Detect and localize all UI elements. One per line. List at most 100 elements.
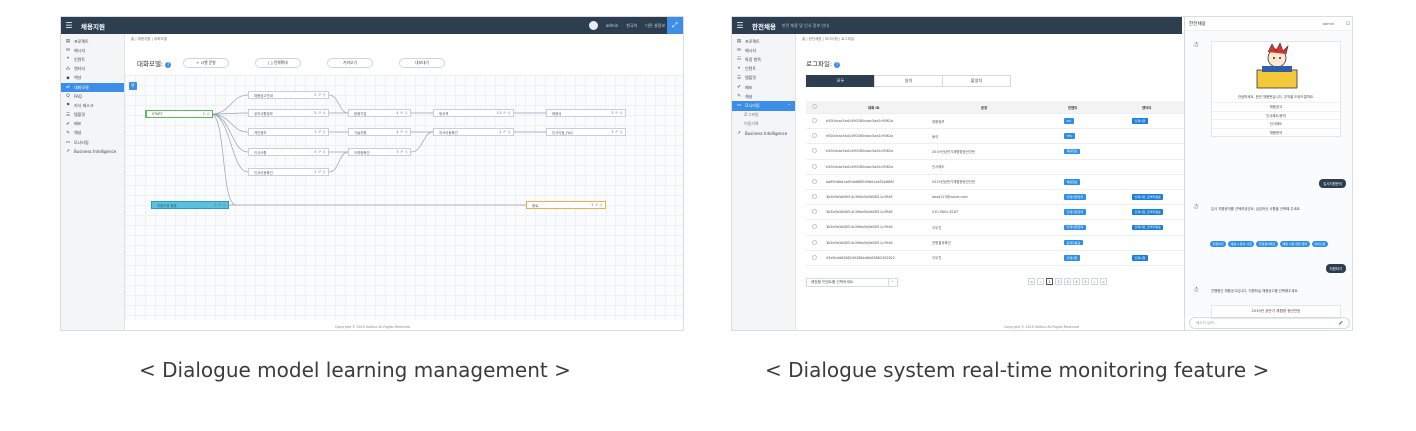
- cell-intent-badge[interactable]: 인재사항입력: [1064, 224, 1086, 231]
- row-checkbox-circle[interactable]: [812, 224, 817, 230]
- row-checkbox[interactable]: [812, 239, 817, 246]
- sidebar-item[interactable]: ✉메시지: [732, 46, 795, 55]
- page-button[interactable]: ‹: [1037, 278, 1044, 285]
- sidebar-item[interactable]: ✔배포: [732, 83, 795, 92]
- cell-intent-badge[interactable]: 합격자발표: [1064, 239, 1083, 246]
- help-icon[interactable]: ?: [834, 62, 841, 68]
- sidebar-item[interactable]: ☰템플릿: [61, 111, 124, 120]
- sidebar-item[interactable]: ❝인텐트: [732, 65, 795, 74]
- quick-reply-button[interactable]: 전형결과확인: [1256, 240, 1278, 248]
- close-icon[interactable]: ⊡: [1345, 20, 1350, 27]
- row-checkbox-circle[interactable]: [812, 209, 817, 215]
- toolbar-add-button[interactable]: + 시행 문항: [183, 58, 229, 68]
- row-checkbox[interactable]: [812, 209, 817, 215]
- row-checkbox[interactable]: [812, 133, 817, 139]
- cell-intent-badge[interactable]: 채용정보: [1064, 179, 1081, 185]
- tab-all[interactable]: 모두: [806, 75, 875, 87]
- sidebar-item[interactable]: ✎채널: [61, 129, 124, 138]
- page-button[interactable]: ›: [1091, 278, 1098, 285]
- menu-icon[interactable]: ☰: [736, 21, 744, 30]
- toolbar-import-button[interactable]: 가져오기: [327, 58, 373, 68]
- sidebar-item[interactable]: ⚑지식 태스크: [61, 101, 124, 110]
- sidebar-item[interactable]: ◆액션: [61, 74, 124, 83]
- cell-intent-badge[interactable]: NO: [1064, 118, 1074, 124]
- chat-menu-item[interactable]: 채용문의: [1212, 127, 1340, 137]
- row-checkbox[interactable]: [812, 254, 817, 261]
- page-button[interactable]: 5: [1082, 278, 1089, 285]
- cell-intent-badge[interactable]: YES: [1064, 133, 1075, 140]
- sidebar-sub-logfile[interactable]: 로그파일: [744, 112, 759, 118]
- row-checkbox-circle[interactable]: [812, 133, 817, 139]
- sidebar-item[interactable]: ✎채널: [732, 92, 795, 101]
- page-button[interactable]: 3: [1064, 278, 1071, 285]
- sidebar-sub-usage[interactable]: 이용기록: [744, 121, 759, 127]
- cell-entity-badge[interactable]: 인재사항_합격자발표: [1132, 209, 1164, 216]
- page-button[interactable]: 2: [1055, 278, 1062, 285]
- cell-intent-badge[interactable]: 인재사항입력: [1064, 194, 1086, 200]
- sidebar-item-monitoring[interactable]: ▭모니터링⌃: [732, 101, 795, 111]
- quick-reply-button[interactable]: 채용시 유의 사항: [1228, 240, 1255, 248]
- row-checkbox[interactable]: [812, 178, 817, 185]
- row-checkbox[interactable]: [812, 148, 817, 154]
- page-button[interactable]: <: [1028, 278, 1035, 285]
- tab-mismatch[interactable]: 불일치: [942, 75, 1011, 87]
- sidebar-item[interactable]: ❝인텐트: [61, 55, 124, 64]
- chat-user[interactable]: admin: [1322, 21, 1334, 26]
- row-checkbox[interactable]: [812, 163, 817, 170]
- cell-entity-badge[interactable]: 인재사항_합격자발표: [1132, 194, 1164, 200]
- quick-reply-button[interactable]: 지원하기: [1210, 240, 1227, 248]
- sidebar-item[interactable]: ▤프로젝트: [732, 37, 795, 46]
- row-checkbox-circle[interactable]: [812, 118, 817, 124]
- sidebar-item-bi[interactable]: ↗Business Intelligence: [737, 130, 788, 136]
- row-checkbox-circle[interactable]: [812, 178, 817, 184]
- cell-entity-badge[interactable]: 인재사항_합격자발표: [1132, 224, 1164, 231]
- intent-select[interactable]: 배정할 인텐트를 선택하세요.⌄: [806, 278, 898, 287]
- cell-entity-badge[interactable]: 인재사항: [1132, 118, 1149, 124]
- cell-entity-badge[interactable]: 인재사항: [1132, 254, 1149, 261]
- sidebar-item[interactable]: ☰템플릿: [732, 74, 795, 83]
- user-name[interactable]: admin: [605, 23, 619, 28]
- sidebar-item[interactable]: ☷특정 항목: [732, 55, 795, 64]
- microphone-icon[interactable]: 🎤: [1338, 321, 1343, 325]
- sidebar-item[interactable]: ✉메시지: [61, 46, 124, 55]
- select-all-checkbox[interactable]: [812, 104, 817, 109]
- row-checkbox-circle[interactable]: [812, 239, 817, 245]
- row-checkbox[interactable]: [812, 118, 817, 124]
- language-select[interactable]: 한국어: [626, 22, 638, 28]
- row-checkbox-circle[interactable]: [812, 148, 817, 154]
- chat-menu-item[interactable]: 인사제도: [1212, 119, 1340, 128]
- row-checkbox-circle[interactable]: [812, 254, 817, 260]
- row-checkbox[interactable]: [812, 224, 817, 230]
- tab-match[interactable]: 일치: [874, 75, 943, 87]
- job-card[interactable]: 2019년 상반기 체험형 청년인턴: [1211, 305, 1341, 319]
- toolbar-fit-button[interactable]: [ ] 전체확대: [255, 58, 301, 68]
- toolbar-export-button[interactable]: 내보내기: [399, 58, 445, 68]
- avatar[interactable]: [588, 21, 598, 30]
- sidebar-item[interactable]: ↗Business Intelligence: [61, 147, 124, 156]
- sidebar-item[interactable]: ▤프로젝트: [61, 37, 124, 46]
- cell-intent-badge[interactable]: 인재사항입력: [1064, 209, 1086, 216]
- sidebar-item[interactable]: ▭모니터링: [61, 138, 124, 147]
- chat-input[interactable]: 메시지 입력...🎤: [1189, 317, 1350, 329]
